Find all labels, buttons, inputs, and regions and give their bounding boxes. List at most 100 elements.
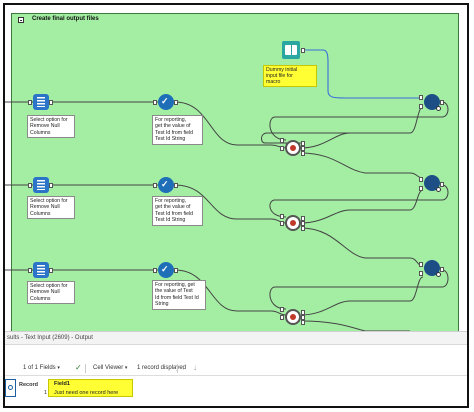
input-anchor[interactable] xyxy=(419,95,423,100)
window-frame: Create final output files xyxy=(3,3,469,408)
dummy-input-note: Dummy initial input file for macro xyxy=(263,65,317,87)
input-anchor[interactable] xyxy=(280,214,284,219)
select-tool-3[interactable] xyxy=(33,262,49,278)
wire xyxy=(300,320,366,331)
tool-container[interactable]: Create final output files xyxy=(11,13,459,331)
output-anchor[interactable] xyxy=(174,268,178,273)
field-column-header[interactable]: Field1 xyxy=(54,381,70,387)
formula-tool-3[interactable]: ✓ xyxy=(158,262,174,278)
output-anchor[interactable] xyxy=(440,100,444,105)
results-window: sults - Text Input (2609) - Output 1 of … xyxy=(5,331,467,406)
input-anchor[interactable] xyxy=(153,268,157,273)
input-anchor[interactable] xyxy=(28,268,32,273)
join-tool-3[interactable] xyxy=(285,309,301,325)
formula-check-icon: ✓ xyxy=(161,96,169,106)
wire xyxy=(302,49,423,99)
input-anchor[interactable] xyxy=(419,177,423,182)
formula-note-1: For reporting, get the value of Test Id … xyxy=(152,115,203,145)
input-anchor[interactable] xyxy=(419,104,423,109)
macro-badge-icon xyxy=(436,272,441,277)
toolbar-divider xyxy=(177,364,178,373)
arrow-down-icon[interactable]: ↓ xyxy=(193,363,197,372)
results-side-tab[interactable] xyxy=(5,379,16,397)
join-tool-1[interactable] xyxy=(285,140,301,156)
wire xyxy=(269,101,449,141)
output-anchor[interactable] xyxy=(174,183,178,188)
output-anchor[interactable] xyxy=(49,183,53,188)
select-tool-1[interactable] xyxy=(33,94,49,110)
output-anchor[interactable] xyxy=(301,226,305,231)
input-anchor[interactable] xyxy=(28,100,32,105)
input-anchor[interactable] xyxy=(153,100,157,105)
output-anchor[interactable] xyxy=(301,146,305,151)
formula-note-2: For reporting, get the value of Test Id … xyxy=(152,196,203,226)
records-count: 1 record displayed xyxy=(137,365,187,371)
output-anchor[interactable] xyxy=(301,320,305,325)
wire xyxy=(261,132,350,144)
row-number: 1 xyxy=(44,390,48,396)
input-anchor[interactable] xyxy=(419,262,423,267)
input-anchor[interactable] xyxy=(419,271,423,276)
collapse-icon[interactable] xyxy=(18,17,24,23)
output-anchor[interactable] xyxy=(440,182,444,187)
select-grid-icon xyxy=(37,97,45,107)
select-grid-icon xyxy=(37,265,45,275)
select-grid-icon xyxy=(37,180,45,190)
join-tool-2[interactable] xyxy=(285,215,301,231)
container-title: Create final output files xyxy=(32,16,99,22)
formula-note-3: For reporting, get the value of Test Id … xyxy=(152,280,206,310)
result-grid-highlight[interactable]: Field1 Just need one record here xyxy=(48,379,133,397)
chevron-down-icon: ▾ xyxy=(57,365,60,371)
input-anchor[interactable] xyxy=(153,183,157,188)
text-input-tool[interactable] xyxy=(282,41,300,59)
formula-tool-2[interactable]: ✓ xyxy=(158,177,174,193)
input-anchor[interactable] xyxy=(28,183,32,188)
input-anchor[interactable] xyxy=(280,146,284,151)
output-anchor[interactable] xyxy=(301,151,305,156)
output-anchor[interactable] xyxy=(49,100,53,105)
wire xyxy=(300,152,424,179)
input-anchor[interactable] xyxy=(280,221,284,226)
wire xyxy=(300,106,424,149)
formula-check-icon: ✓ xyxy=(161,264,169,274)
output-anchor[interactable] xyxy=(301,216,305,221)
input-anchor[interactable] xyxy=(280,315,284,320)
input-anchor[interactable] xyxy=(419,186,423,191)
output-anchor[interactable] xyxy=(301,221,305,226)
results-toolbar: 1 of 1 Fields ▾ ✓ Cell Viewer ▾ 1 record… xyxy=(5,361,467,376)
output-anchor[interactable] xyxy=(440,267,444,272)
select-tool-2[interactable] xyxy=(33,177,49,193)
fields-label: 1 of 1 Fields xyxy=(23,365,56,371)
wire xyxy=(174,269,287,316)
fields-dropdown[interactable]: 1 of 1 Fields ▾ xyxy=(23,365,60,371)
wire xyxy=(300,227,424,267)
select-note-2: Select option for Remove Null Columns xyxy=(27,196,75,219)
results-title: sults - Text Input (2609) - Output xyxy=(7,335,93,341)
arrow-up-icon[interactable]: ↑ xyxy=(181,363,185,372)
output-anchor[interactable] xyxy=(301,315,305,320)
input-anchor[interactable] xyxy=(280,307,284,312)
chevron-down-icon: ▾ xyxy=(124,365,128,371)
macro-badge-icon xyxy=(436,106,441,111)
input-anchor[interactable] xyxy=(280,138,284,143)
toolbar-divider xyxy=(85,364,86,373)
wire xyxy=(269,269,449,310)
workflow-canvas[interactable]: Create final output files xyxy=(5,5,467,331)
check-icon[interactable]: ✓ xyxy=(75,363,82,372)
output-anchor[interactable] xyxy=(49,268,53,273)
field-cell-value[interactable]: Just need one record here xyxy=(54,390,119,396)
macro-badge-icon xyxy=(436,187,441,192)
record-column-header: Record xyxy=(19,382,38,388)
container-header[interactable]: Create final output files xyxy=(12,14,458,27)
output-anchor[interactable] xyxy=(301,141,305,146)
cell-viewer-dropdown[interactable]: Cell Viewer ▾ xyxy=(93,365,127,371)
formula-tool-1[interactable]: ✓ xyxy=(158,94,174,110)
circle-icon xyxy=(8,385,13,390)
output-anchor[interactable] xyxy=(174,100,178,105)
output-anchor[interactable] xyxy=(301,48,305,53)
cell-viewer-label: Cell Viewer xyxy=(93,365,124,371)
results-titlebar[interactable]: sults - Text Input (2609) - Output xyxy=(5,331,467,345)
output-anchor[interactable] xyxy=(301,310,305,315)
formula-check-icon: ✓ xyxy=(161,179,169,189)
select-note-1: Select option for Remove Null Columns xyxy=(27,115,75,138)
